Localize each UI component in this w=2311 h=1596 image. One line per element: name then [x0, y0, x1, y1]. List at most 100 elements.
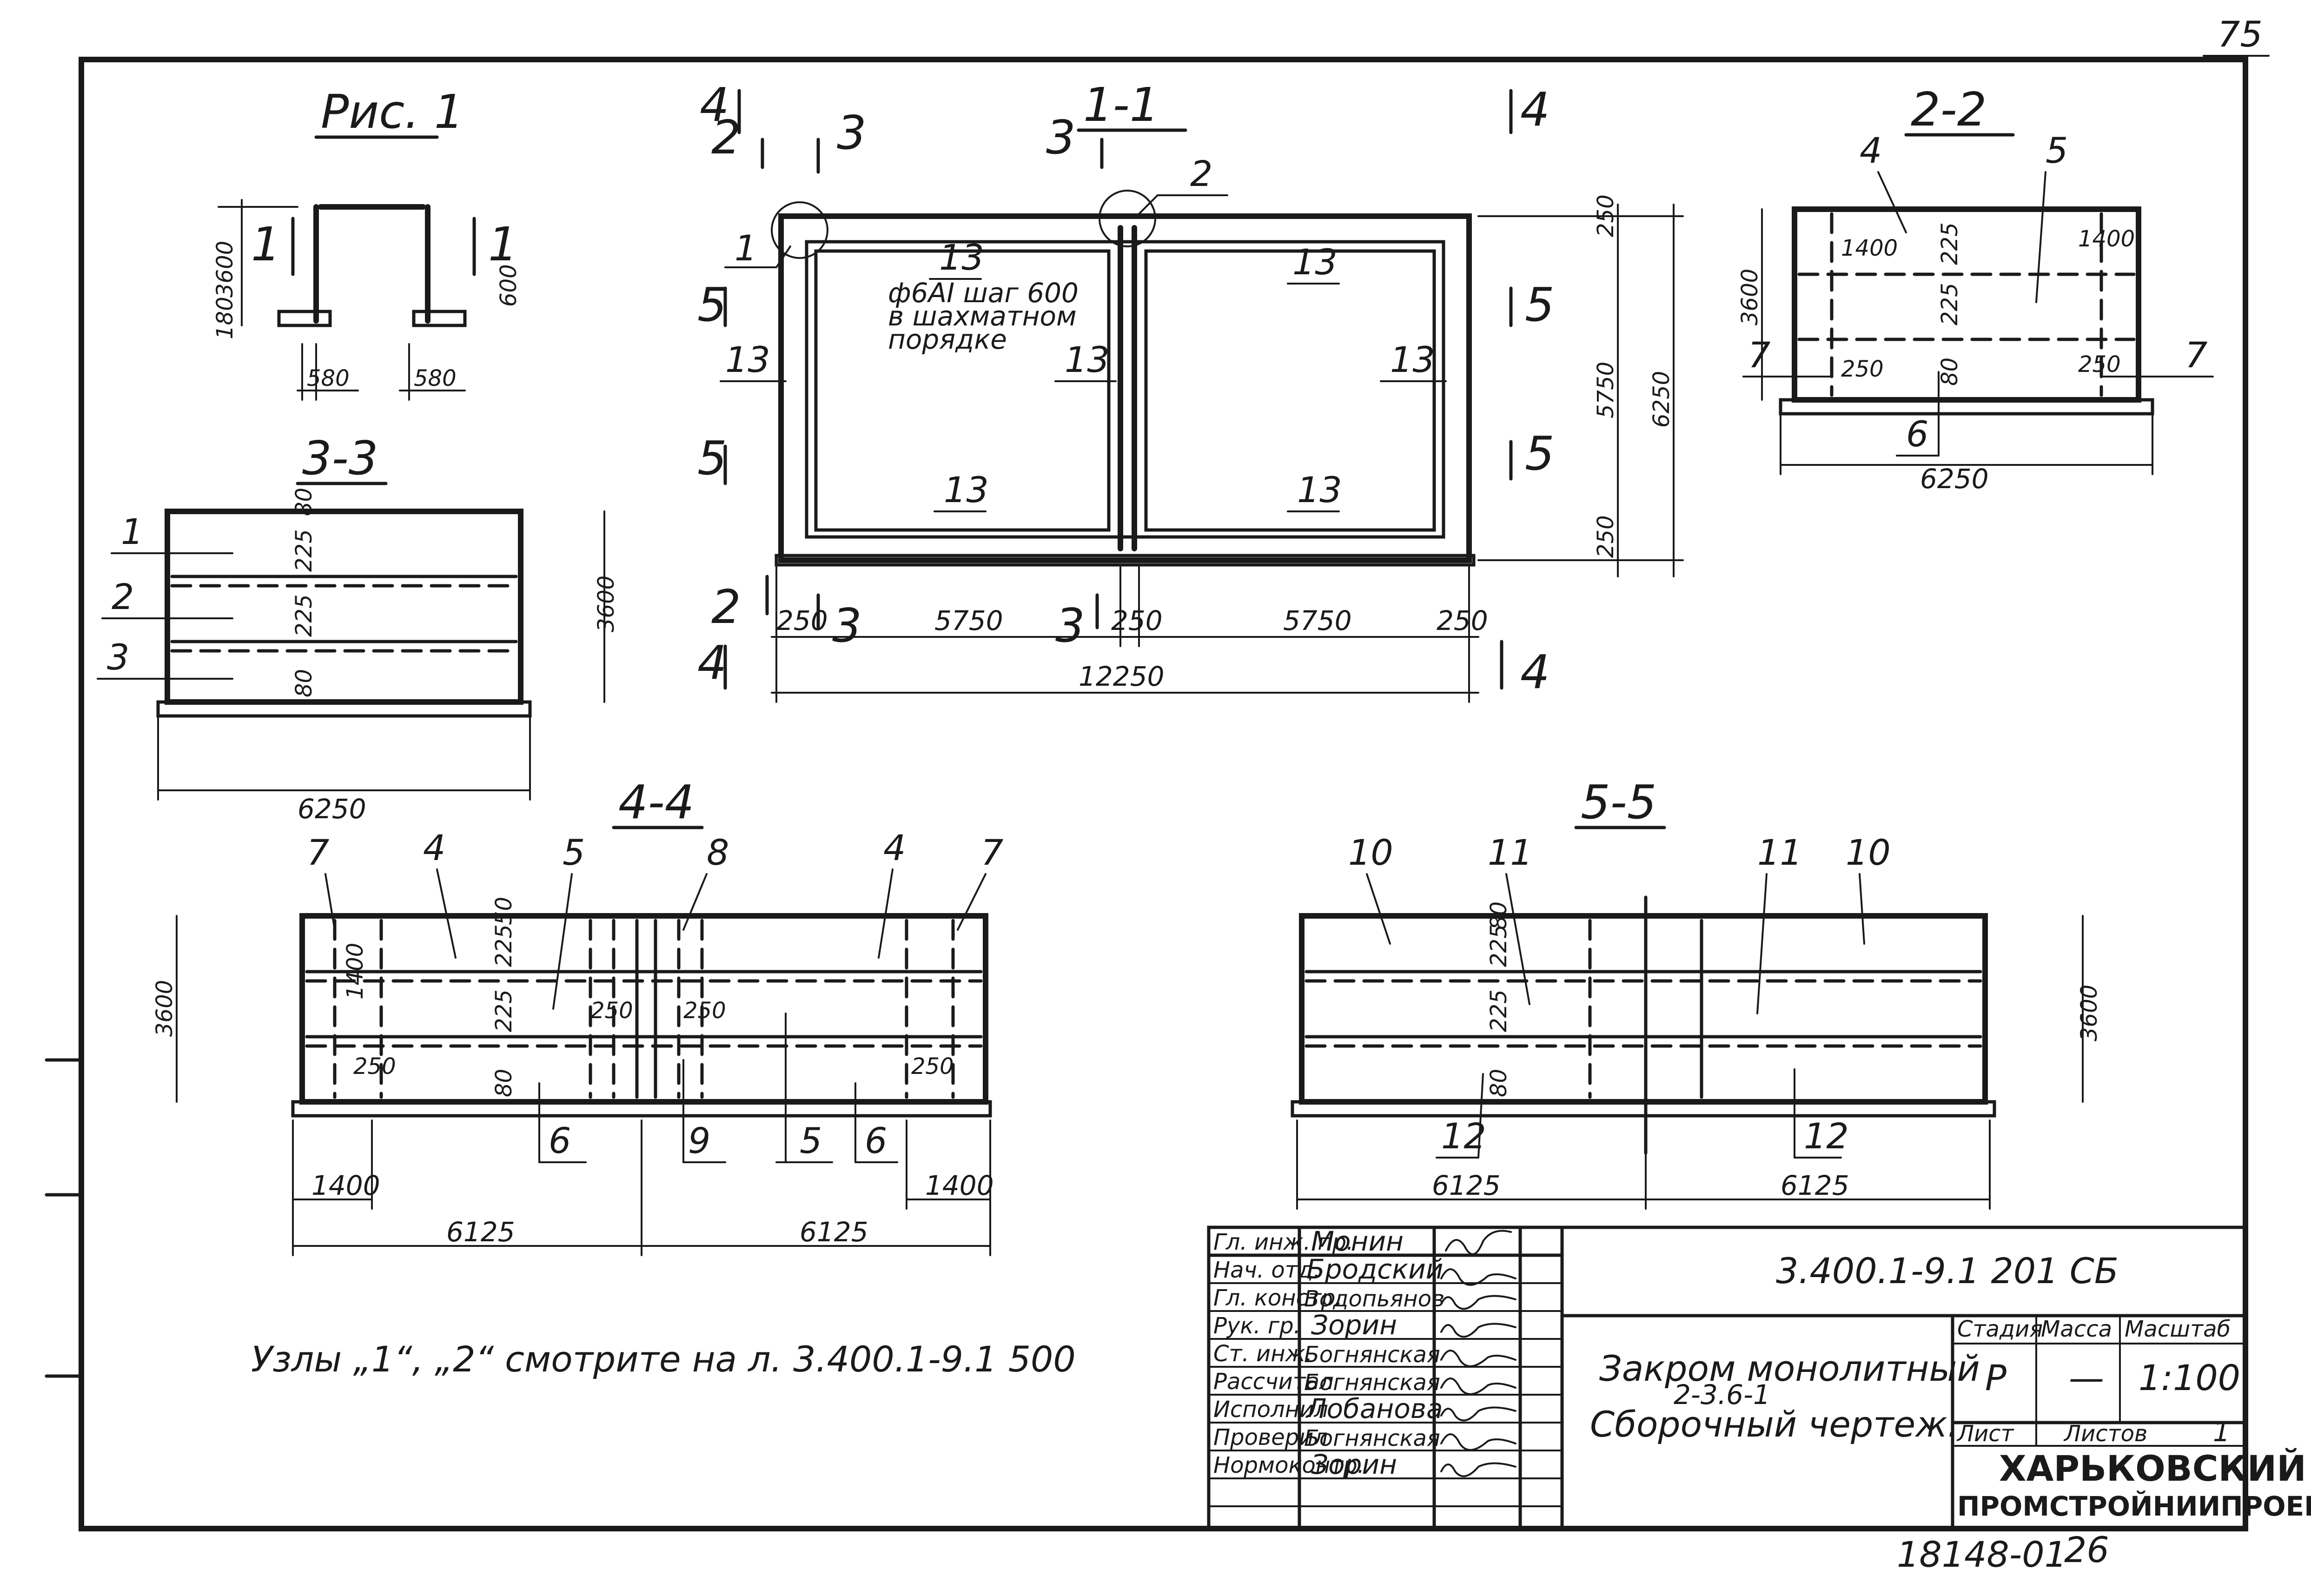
cut-mark-5: 5 [1525, 426, 1555, 481]
cut-mark-3: 3 [1046, 110, 1076, 165]
signature [1445, 1230, 1512, 1255]
fig1-dim-580-right: 580 [414, 365, 457, 391]
sec44-pos-4: 4 [423, 827, 445, 868]
sec33-pos-1: 1 [121, 511, 143, 552]
sec22-pos-5: 5 [2046, 130, 2068, 171]
sec33-dim-6250: 6250 [298, 793, 366, 825]
sec22-dim-250: 250 [2078, 351, 2121, 377]
plan-pos-13: 13 [1292, 241, 1338, 283]
fig1-title: Рис. 1 [321, 85, 464, 139]
sec22-pos-7: 7 [1748, 334, 1770, 376]
drawing-title-line2: 2-3.6-1 [1674, 1379, 1770, 1411]
dim-250-v: 250 [1593, 194, 1619, 237]
sheet-frame [79, 57, 2248, 1531]
sec22-dim-80: 80 [1937, 358, 1963, 386]
section-5-5-title: 5-5 [1581, 775, 1656, 829]
sec44-dim-80: 80 [491, 1069, 517, 1097]
sec55-dim-6125: 6125 [1432, 1170, 1501, 1201]
sec33-dim-225: 225 [291, 529, 317, 572]
staff-name: Богнянская [1304, 1370, 1440, 1396]
fig1-section: Рис. 1 3600 180 600 1 1 580 580 [212, 85, 522, 401]
staff-role: Ст. инж. [1213, 1341, 1312, 1367]
plan-reinf-note-3: порядке [888, 324, 1007, 355]
sec33-dim-3600: 3600 [593, 576, 619, 632]
sec22-pos-4: 4 [1860, 130, 1882, 171]
staff-name: Бродский [1306, 1253, 1444, 1285]
staff-role: Гл. констр. [1213, 1285, 1343, 1311]
sec55-dim-6125: 6125 [1781, 1170, 1849, 1201]
sec55-dim-225: 225 [1486, 989, 1512, 1032]
plan-pos-13: 13 [1297, 469, 1342, 510]
signature [1440, 1323, 1516, 1338]
fig1-dim-580-left: 580 [307, 365, 350, 391]
sec55-pos-10: 10 [1846, 832, 1891, 873]
staff-name: Зорин [1311, 1309, 1397, 1341]
mass-header: Масса [2041, 1316, 2112, 1342]
section-2-2: 2-2 4 5 7 7 6 3600 1400 1400 225 225 80 … [1737, 82, 2214, 495]
sheets-label: Листов [2063, 1421, 2147, 1447]
nodes-reference-note: Узлы „1“, „2“ смотрите на л. 3.400.1-9.1… [251, 1338, 1076, 1380]
signature [1440, 1406, 1516, 1422]
sec44-dim-250: 250 [683, 998, 726, 1024]
signature [1440, 1462, 1516, 1477]
sec44-dim-1400: 1400 [342, 943, 368, 1000]
sec22-pos-6: 6 [1906, 413, 1928, 455]
plan-reinf-note-2: в шахматном [888, 300, 1077, 332]
staff-role: Рассчитал [1213, 1369, 1334, 1395]
page-number: 75 [2218, 13, 2263, 55]
signature [1440, 1377, 1516, 1395]
cut-mark-2: 2 [711, 110, 741, 165]
cut-mark-4: 4 [697, 636, 727, 690]
sec44-pos-6: 6 [865, 1120, 887, 1161]
staff-name: Богнянская [1304, 1342, 1440, 1368]
sec22-dim-225: 225 [1937, 283, 1963, 325]
sec44-dim-6125: 6125 [800, 1216, 868, 1248]
plan-node-1: 1 [735, 227, 757, 269]
plan-pos-13: 13 [939, 237, 984, 278]
cut-mark-4: 4 [700, 78, 729, 132]
sec44-pos-5: 5 [563, 832, 585, 873]
sec44-dim-50: 50 [491, 897, 517, 925]
sheets-total: 1 [2213, 1416, 2230, 1448]
plan-pos-13: 13 [1390, 339, 1435, 380]
title-block: Гл. инж. пр. Монин Нач. отд. Бродский Гл… [1207, 1225, 2311, 1530]
section-5-5: 5-5 10 11 11 10 12 12 80 225 225 80 3600 [1291, 775, 2102, 1210]
section-4-4: 4-4 7 4 5 8 4 7 6 9 5 [152, 775, 1003, 1256]
sec55-dim-80: 80 [1486, 1069, 1512, 1097]
node-2-callout [1099, 190, 1156, 247]
sec22-dim-6250: 6250 [1920, 463, 1989, 495]
sec55-pos-10: 10 [1348, 832, 1393, 873]
sec44-dim-1400-bottom: 1400 [311, 1170, 380, 1201]
dim-250: 250 [1437, 605, 1488, 636]
cut-mark-5: 5 [697, 431, 727, 485]
sec44-pos-7: 7 [307, 832, 329, 873]
cut-mark-4: 4 [1520, 82, 1550, 137]
dim-5750-v: 5750 [1593, 362, 1619, 418]
staff-name: Богнянская [1304, 1425, 1440, 1451]
fig1-dim-600: 600 [496, 264, 522, 307]
drawing-title-line3: Сборочный чертеж. [1590, 1404, 1959, 1445]
section-3-3-title: 3-3 [302, 431, 378, 485]
staff-name: Монин [1311, 1225, 1404, 1257]
sec22-pos-7: 7 [2185, 334, 2207, 376]
node-1-callout [771, 201, 828, 259]
staff-name: Водопьянов [1304, 1286, 1444, 1312]
sec22-dim-1400: 1400 [1841, 235, 1898, 261]
dim-5750: 5750 [934, 605, 1003, 636]
signature [1440, 1268, 1516, 1286]
cut-mark-5: 5 [697, 278, 727, 332]
cut-mark-3: 3 [1055, 598, 1085, 653]
organization-line1: ХАРЬКОВСКИЙ [1999, 1448, 2306, 1489]
sec44-dim-6125: 6125 [446, 1216, 515, 1248]
mass-value: — [2069, 1357, 2104, 1398]
sec44-dim-225: 225 [491, 924, 517, 967]
sec44-pos-8: 8 [707, 832, 729, 873]
archive-sheet: 26 [2064, 1529, 2109, 1570]
dim-5750: 5750 [1283, 605, 1352, 636]
sec44-dim-3600: 3600 [152, 980, 178, 1037]
plan-node-2: 2 [1190, 153, 1212, 194]
sec22-dim-3600: 3600 [1737, 269, 1763, 325]
cut-mark-3: 3 [837, 106, 867, 160]
sec44-dim-250: 250 [590, 998, 633, 1024]
